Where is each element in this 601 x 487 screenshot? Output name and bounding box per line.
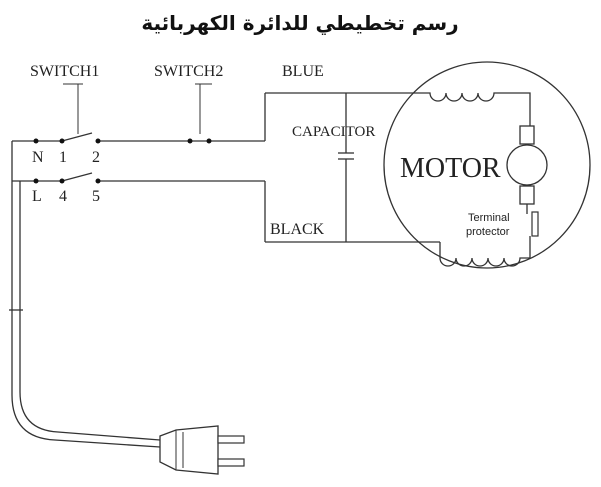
black-wire <box>264 181 440 243</box>
terminal-n-label: N <box>32 149 44 166</box>
terminal-5-dot <box>95 178 101 184</box>
switch2-leader <box>195 83 212 134</box>
terminal-protector <box>531 211 539 237</box>
terminal-1-label: 1 <box>59 149 67 166</box>
terminal-2-dot <box>95 138 101 144</box>
switch2-dot-b <box>206 138 212 144</box>
terminal-4-dot <box>59 178 65 184</box>
switch1-leader <box>63 83 83 134</box>
power-plug <box>159 425 245 475</box>
blue-wire-label: BLUE <box>282 63 324 80</box>
terminal-5-label: 5 <box>92 188 100 205</box>
switch2-dot-a <box>187 138 193 144</box>
bottom-winding-coil <box>439 236 531 267</box>
top-winding-coil <box>425 92 531 133</box>
diagram-title: رسم تخطيطي للدائرة الكهربائية <box>141 11 458 36</box>
terminal-l-label: L <box>32 188 42 205</box>
terminal-protector-label-line2: protector <box>466 226 510 238</box>
plug-pin-top <box>217 435 245 444</box>
capacitor-label: CAPACITOR <box>292 124 375 140</box>
black-wire-label: BLACK <box>270 221 325 238</box>
blue-wire <box>264 92 425 141</box>
terminal-protector-label-line1: Terminal <box>468 212 510 224</box>
motor-label: MOTOR <box>400 153 501 184</box>
terminal-1-dot <box>59 138 65 144</box>
power-cord <box>9 141 161 448</box>
live-line <box>12 172 265 182</box>
terminal-2-label: 2 <box>92 149 100 166</box>
armature <box>506 144 548 186</box>
terminal-l-dot <box>33 178 39 184</box>
lower-brush <box>519 185 535 205</box>
motor-housing <box>383 61 591 269</box>
capacitor <box>338 93 354 242</box>
plug-pin-bottom <box>217 458 245 467</box>
upper-brush <box>519 125 535 145</box>
switch1-label: SWITCH1 <box>30 63 99 80</box>
switch2-label: SWITCH2 <box>154 63 223 80</box>
neutral-line <box>12 132 265 142</box>
terminal-4-label: 4 <box>59 188 67 205</box>
terminal-n-dot <box>33 138 39 144</box>
